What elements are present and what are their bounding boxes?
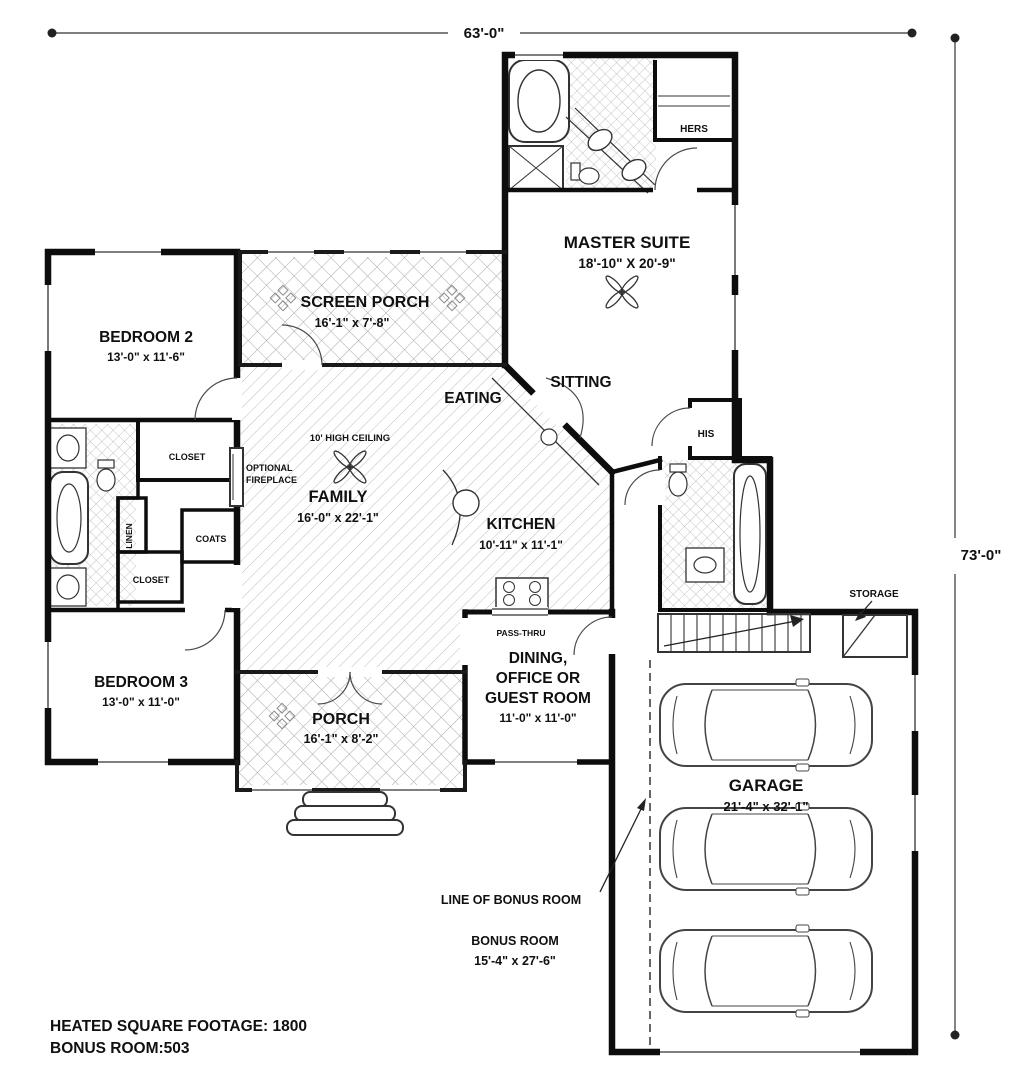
kitchen-island xyxy=(442,469,480,546)
bonus-stairs xyxy=(657,613,811,653)
kitchen-hall-wall xyxy=(609,457,663,615)
family-dims: 16'-0" x 22'-1" xyxy=(297,511,379,525)
pass-thru-opening xyxy=(492,608,548,616)
master-toilet xyxy=(570,162,600,185)
kitchen-label: KITCHEN xyxy=(487,516,556,533)
garage-label: GARAGE xyxy=(729,776,804,795)
hall-closet-walls xyxy=(136,418,239,482)
hers-closet-walls xyxy=(653,60,735,142)
dining-label-line1: DINING, xyxy=(509,650,568,667)
master-suite-dims: 18'-10" X 20'-9" xyxy=(578,256,675,271)
dim-width-label: 63'-0" xyxy=(464,25,505,42)
windows xyxy=(43,50,920,1057)
ceiling-fan-master xyxy=(603,273,641,311)
porch-steps xyxy=(286,791,404,836)
car-2 xyxy=(659,802,873,896)
sitting-label: SITTING xyxy=(550,374,611,391)
car-3 xyxy=(659,924,873,1018)
car-1 xyxy=(659,678,873,772)
bonus-line-leader xyxy=(599,798,646,893)
dining-label-line3: GUEST ROOM xyxy=(485,690,591,707)
family-label: FAMILY xyxy=(309,488,368,506)
kitchen-dims: 10'-11" x 11'-1" xyxy=(479,538,563,552)
dining-dims: 11'-0" x 11'-0" xyxy=(499,711,576,725)
coats-label: COATS xyxy=(196,534,227,544)
porch-dims: 16'-1" x 8'-2" xyxy=(304,732,379,746)
dim-height-label: 73'-0" xyxy=(961,547,1002,564)
bedroom3-dims: 13'-0" x 11'-0" xyxy=(102,695,180,709)
left-bath-vanity-lower xyxy=(49,567,87,607)
left-bath-vanity-upper xyxy=(49,427,87,469)
coats-walls xyxy=(180,508,239,564)
fireplace xyxy=(229,447,244,507)
dimension-lines xyxy=(47,28,960,1040)
porch-label: PORCH xyxy=(312,711,370,728)
right-bath-tub xyxy=(733,463,767,605)
hers-closet-label: HERS xyxy=(680,124,708,135)
master-tub xyxy=(508,59,570,143)
master-shower xyxy=(508,145,564,191)
kitchen-counter-diagonal xyxy=(491,377,600,486)
kitchen-range xyxy=(495,577,549,609)
hers-closet-shelf xyxy=(658,95,730,107)
screen-porch-dims: 16'-1" x 7'-8" xyxy=(315,316,390,330)
screen-porch-label: SCREEN PORCH xyxy=(301,294,430,311)
bedroom2-label: BEDROOM 2 xyxy=(99,329,193,346)
footer-bonus-room: BONUS ROOM:503 xyxy=(50,1040,190,1057)
linen-label: LINEN xyxy=(124,523,134,549)
closet-bed3-label: CLOSET xyxy=(133,575,170,585)
ceiling-note-label: 10' HIGH CEILING xyxy=(310,433,390,444)
pass-thru-label: PASS-THRU xyxy=(497,628,546,638)
labels: 63'-0" 73'-0" MASTER SUITE 18'-10" X 20'… xyxy=(50,25,1001,1057)
screen-porch-floor xyxy=(240,252,505,365)
master-suite-label: MASTER SUITE xyxy=(564,233,691,252)
storage-label: STORAGE xyxy=(849,589,899,600)
dining-label-line2: OFFICE OR xyxy=(496,670,580,687)
optional-fireplace-label-1: OPTIONAL xyxy=(246,463,293,473)
optional-fireplace-label-2: FIREPLACE xyxy=(246,475,297,485)
eating-label: EATING xyxy=(444,390,501,407)
door-swings xyxy=(184,147,698,705)
line-of-bonus-room-label: LINE OF BONUS ROOM xyxy=(441,893,581,907)
bonus-room-dims: 15'-4" x 27'-6" xyxy=(474,954,556,968)
fixtures xyxy=(49,59,767,609)
bonus-room-label: BONUS ROOM xyxy=(471,934,559,948)
bedroom2-dims: 13'-0" x 11'-6" xyxy=(107,350,185,364)
storage-leader xyxy=(855,600,873,621)
right-bath-toilet xyxy=(668,463,688,497)
garage-dims: 21'-4" x 32'-1" xyxy=(723,799,808,814)
closet-lower-walls xyxy=(116,550,184,604)
his-closet-label: HIS xyxy=(698,429,715,440)
left-bath-tub xyxy=(49,471,89,565)
closet-hall-label: CLOSET xyxy=(169,452,206,462)
bedroom3-label: BEDROOM 3 xyxy=(94,674,188,691)
right-bath-vanity xyxy=(685,547,725,583)
garage-walls xyxy=(608,608,919,1056)
left-bath-toilet xyxy=(96,459,116,492)
footer-heated-sqft: HEATED SQUARE FOOTAGE: 1800 xyxy=(50,1018,307,1035)
porch-floor xyxy=(237,672,465,790)
master-vanity xyxy=(565,107,657,194)
storage-closet xyxy=(842,614,908,658)
